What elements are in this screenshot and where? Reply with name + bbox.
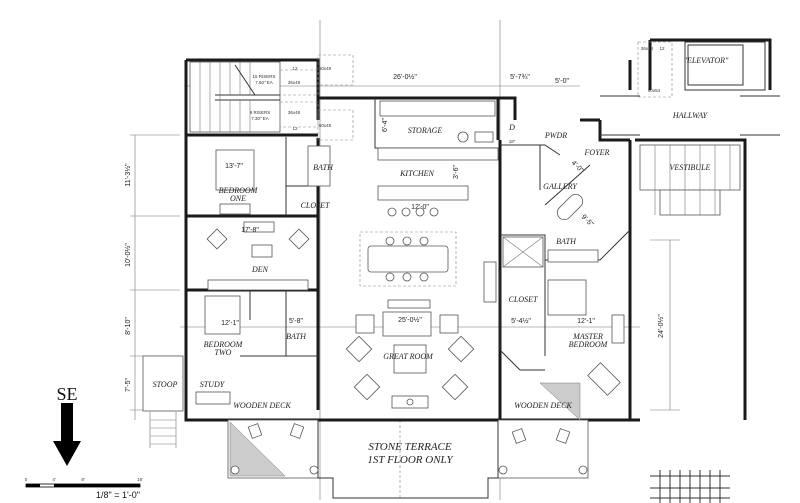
dim-left-1: 11'-3½" bbox=[124, 163, 132, 187]
room-label-wooden-deck-left: WOODEN DECK bbox=[233, 401, 291, 410]
kitchen-fixtures bbox=[377, 100, 499, 217]
dim-master-closet: 5'-4½" bbox=[511, 317, 531, 325]
room-label-bedroom-two-2: TWO bbox=[215, 348, 232, 357]
room-label-study: STUDY bbox=[200, 380, 226, 389]
dim-great-room: 25'-0½" bbox=[398, 316, 422, 324]
room-label-gallery: GALLERY bbox=[543, 182, 578, 191]
room-label-bedroom-one-2: ONE bbox=[230, 194, 246, 203]
decks-terrace bbox=[227, 382, 589, 499]
dim-left-4: 7'-5" bbox=[125, 378, 132, 392]
terrace-label-2: 1ST FLOOR ONLY bbox=[367, 454, 454, 466]
elevator bbox=[637, 41, 766, 98]
elev-clear: 60x54 bbox=[648, 88, 661, 93]
room-label-d: D bbox=[508, 123, 515, 132]
stair-note-upper-1: 16 RISERS bbox=[252, 74, 275, 79]
dim-left-2: 10'-0½" bbox=[124, 243, 132, 267]
room-label-pwdr: PWDR bbox=[544, 131, 567, 140]
dim-kitchen-depth: 3'-6" bbox=[453, 165, 460, 179]
dim-storage-depth: 6'-4" bbox=[382, 118, 389, 132]
scale-bar bbox=[25, 483, 141, 488]
room-label-bath-two: BATH bbox=[286, 332, 307, 341]
dim-top-width: 26'-0½" bbox=[393, 73, 417, 81]
orientation-arrow bbox=[53, 403, 81, 466]
elev-landing: 36x48 bbox=[641, 46, 654, 51]
stairs bbox=[189, 54, 354, 141]
dim-vestibule-length: 24'-0½" bbox=[657, 314, 665, 338]
terrace-label-1: STONE TERRACE bbox=[368, 441, 452, 453]
dim-gallery-diag: 4'-0" bbox=[570, 160, 585, 175]
room-label-master-bedroom-1: MASTER bbox=[572, 332, 603, 341]
room-label-master-closet: CLOSET bbox=[509, 295, 538, 304]
room-label-bath-one: BATH bbox=[313, 163, 334, 172]
bedroom-furniture bbox=[204, 145, 625, 396]
scale-tick-8: 8' bbox=[81, 477, 85, 482]
orientation-label: SE bbox=[56, 384, 77, 404]
great-room-furniture bbox=[345, 299, 475, 409]
clear-a: 60x48 bbox=[319, 66, 332, 71]
room-label-den: DEN bbox=[251, 265, 269, 274]
vestibule-deck bbox=[639, 144, 741, 216]
room-label-bedroom-one-1: BEDROOM bbox=[219, 186, 259, 195]
dim-bath-two: 5'-8" bbox=[289, 318, 303, 325]
scale-label: 1/8" = 1'-0" bbox=[96, 490, 140, 500]
stair-note-lower-1: 9 RISERS bbox=[250, 110, 271, 115]
room-label-kitchen: KITCHEN bbox=[399, 169, 434, 178]
room-label-stoop: STOOP bbox=[153, 380, 178, 389]
tread-a: 12 bbox=[292, 66, 298, 71]
room-label-master-bath: BATH bbox=[556, 237, 577, 246]
room-label-bedroom-two-1: BEDROOM bbox=[204, 340, 244, 349]
landing-b: 36x48 bbox=[288, 110, 301, 115]
clear-b: 60x48 bbox=[319, 123, 332, 128]
dim-master-bedroom: 12'-1" bbox=[577, 318, 595, 325]
room-label-foyer: FOYER bbox=[584, 148, 610, 157]
dim-top-mid: 5'-7¾" bbox=[510, 74, 530, 81]
room-label-vestibule: VESTIBULE bbox=[670, 163, 711, 172]
dim-d-small: 18" bbox=[509, 139, 516, 144]
dim-bedroom-one: 13'-7" bbox=[225, 163, 243, 170]
scale-tick-4: 4' bbox=[52, 477, 56, 482]
trellis bbox=[650, 470, 730, 503]
dim-left-3: 8'-10" bbox=[125, 317, 132, 335]
room-label-elevator: "ELEVATOR" bbox=[684, 56, 729, 65]
room-label-great-room: GREAT ROOM bbox=[383, 352, 434, 361]
scale-tick-16: 16' bbox=[137, 477, 143, 482]
stoop-study bbox=[142, 355, 231, 448]
dim-top-right: 5'-0" bbox=[555, 78, 569, 85]
room-label-master-bedroom-2: BEDROOM bbox=[569, 340, 609, 349]
room-label-hallway: HALLWAY bbox=[672, 111, 709, 120]
dim-den: 17'-8" bbox=[241, 227, 259, 234]
scale-tick-0: 0 bbox=[25, 477, 28, 482]
dining-table bbox=[359, 231, 457, 287]
stair-note-lower-2: 7.30" EA bbox=[251, 116, 269, 121]
stair-note-upper-2: 7.60" EA bbox=[255, 80, 273, 85]
dim-bedroom-two: 12'-1" bbox=[221, 320, 239, 327]
landing-a: 36x48 bbox=[288, 80, 301, 85]
dim-master-bath-diag: 9'-5" bbox=[580, 214, 595, 229]
elev-tread: 12 bbox=[659, 46, 665, 51]
tread-b: 12 bbox=[292, 126, 298, 131]
room-label-storage: STORAGE bbox=[408, 126, 443, 135]
master-bath-fixtures bbox=[502, 193, 599, 268]
room-label-wooden-deck-right: WOODEN DECK bbox=[514, 401, 572, 410]
dim-island: 12'-0" bbox=[411, 204, 429, 211]
room-label-closet-one: CLOSET bbox=[301, 201, 330, 210]
